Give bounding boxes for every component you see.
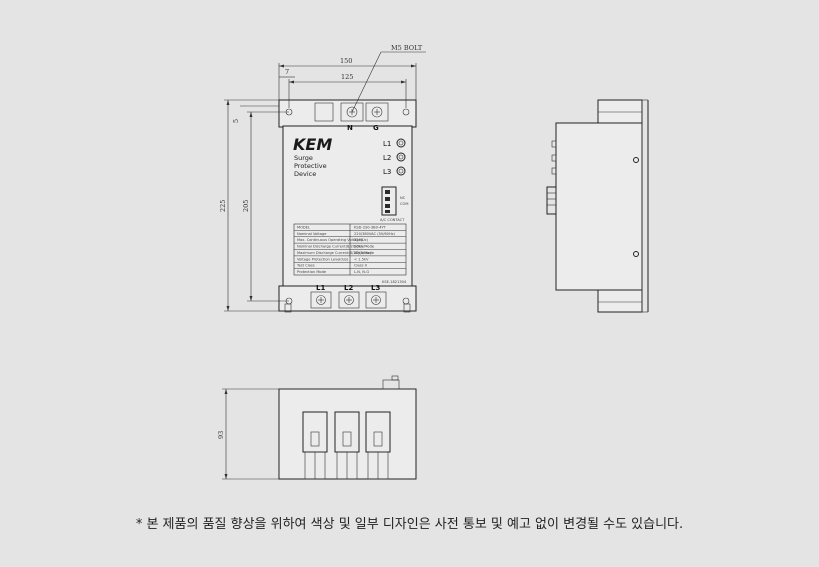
dim-height-outer: 225 xyxy=(219,200,227,212)
spec-label: MODEL KSD-2S0-3B0-4YT Nominal Voltage 220/3… xyxy=(293,223,407,276)
spec-row-value: L-N, N-G xyxy=(354,270,369,274)
serial-tag: KSE-1821304 xyxy=(382,280,407,284)
m5-bolt-callout: M5 BOLT xyxy=(391,44,423,52)
brand-logo: KEM xyxy=(293,135,332,154)
device-name-line-3: Device xyxy=(294,170,316,178)
bottom-terminal-l3-label: L3 xyxy=(371,284,380,292)
bottom-terminal-l1-label: L1 xyxy=(316,284,325,292)
spec-row-value: 320V xyxy=(354,238,364,242)
spec-row-value: 220/380VAC (50/60Hz) xyxy=(354,232,396,236)
spec-row-key: Nominal Discharge Current(8/20)(In) xyxy=(297,245,363,249)
spec-row-value: < 1.5kV xyxy=(354,257,369,261)
alarm-contact-connector: NC COM A/C CONTACT xyxy=(380,186,408,222)
disclaimer-footnote: * 본 제품의 품질 향상을 위하여 색상 및 일부 디자인은 사전 통보 및 … xyxy=(135,517,684,532)
dim-top-offset: 5 xyxy=(232,119,240,123)
indicator-l2-lamp xyxy=(396,152,406,162)
spec-row-key: Maximum Discharge Current(8/20)(Imax) xyxy=(297,251,372,255)
bottom-view: 93 xyxy=(217,375,417,480)
dim-height-inner: 205 xyxy=(242,200,250,212)
dim-depth: 93 xyxy=(217,431,225,439)
top-terminal-g-label: G xyxy=(373,124,379,132)
top-terminal-n-label: N xyxy=(347,124,353,132)
side-view xyxy=(546,99,649,313)
dim-left-offset: 7 xyxy=(285,68,289,76)
spec-row-value: KSD-2S0-3B0-4YT xyxy=(354,225,387,229)
indicator-l3-lamp xyxy=(396,166,406,176)
spec-row-value: Class II xyxy=(354,264,367,268)
spec-row-key: Test Class xyxy=(296,264,315,268)
indicator-l3-label: L3 xyxy=(383,168,391,176)
spec-row-key: Max. Continuous Operating Voltage(Uc) xyxy=(297,238,369,242)
connector-nc-label: NC xyxy=(400,196,406,200)
spec-row-value: 20kA/Mode xyxy=(354,245,375,249)
indicator-l1-label: L1 xyxy=(383,140,391,148)
dim-width-outer: 150 xyxy=(340,57,352,65)
spec-row-key: Voltage Protection Level(Up) xyxy=(297,257,349,261)
bottom-terminal-pockets xyxy=(302,411,391,480)
indicator-l2-label: L2 xyxy=(383,154,391,162)
dimension-lines: 150 125 7 M5 BOLT 225 205 5 xyxy=(219,44,426,312)
device-name-line-2: Protective xyxy=(294,162,327,170)
front-view: N G KEM Surge Protective Device L1 L2 L3… xyxy=(278,99,417,313)
connector-com-label: COM xyxy=(400,202,408,206)
indicator-l1-lamp xyxy=(396,138,406,148)
dim-width-inner: 125 xyxy=(341,73,353,81)
spec-row-key: Protection Mode xyxy=(297,270,327,274)
spec-row-key: MODEL xyxy=(297,225,310,229)
bottom-terminal-l2-label: L2 xyxy=(344,284,353,292)
device-name-line-1: Surge xyxy=(294,154,313,162)
spec-row-value: 40kA/Mode xyxy=(354,251,375,255)
connector-caption: A/C CONTACT xyxy=(380,218,405,222)
spec-row-key: Nominal Voltage xyxy=(297,232,327,236)
